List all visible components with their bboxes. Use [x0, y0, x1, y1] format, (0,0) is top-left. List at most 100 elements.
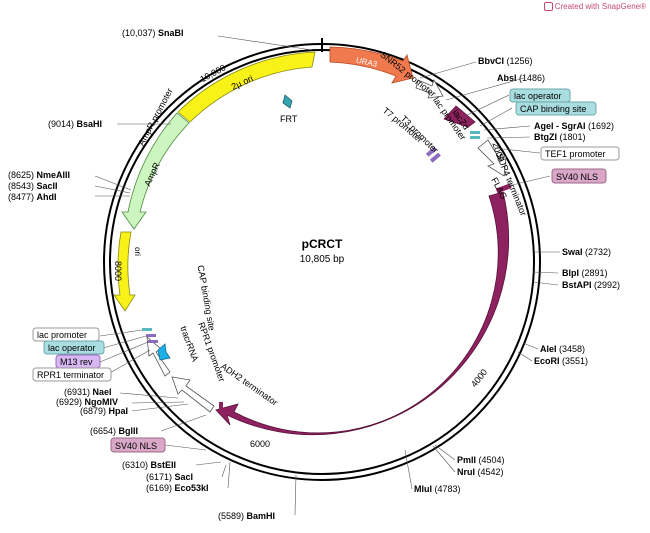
site-bglii-pos: (6654) [90, 426, 116, 436]
box-m13-rev-text: M13 rev [60, 357, 93, 367]
box-rpr1-terminator[interactable]: RPR1 terminator [32, 367, 112, 382]
site-bbvci[interactable]: BbvCI (1256) [478, 56, 533, 66]
site-bstapi[interactable]: BstAPI (2992) [562, 280, 620, 290]
sup4-arrow[interactable] [477, 139, 507, 177]
tick-8000: 8000 [113, 261, 123, 281]
plasmid-size: 10,805 bp [300, 254, 345, 265]
cap-mark-left [142, 328, 152, 331]
svg-text:(6169) Eco53kI: (6169) Eco53kI [146, 483, 209, 493]
site-saci[interactable]: (6171) SacI [146, 472, 193, 482]
site-nrui[interactable]: NruI (4542) [457, 467, 504, 477]
svg-text:(9014) BsaHI: (9014) BsaHI [48, 119, 102, 129]
box-lac-operator-left-text: lac operator [48, 343, 96, 353]
cas9-label: Cas9 [430, 382, 453, 403]
site-swai-name: SwaI [562, 247, 583, 257]
svg-text:(6929) NgoMIV: (6929) NgoMIV [56, 397, 118, 407]
site-blpi[interactable]: BlpI (2891) [562, 268, 608, 278]
svg-text:NruI (4542): NruI (4542) [457, 467, 504, 477]
m13-mark-left [148, 340, 158, 343]
site-btgzi-pos: (1801) [560, 132, 586, 142]
site-absi[interactable]: AbsI (1486) [497, 73, 545, 83]
box-cap-right[interactable]: CAP binding site [515, 101, 597, 116]
site-bsahi[interactable]: (9014) BsaHI [48, 119, 102, 129]
rpr1-arrow[interactable] [146, 336, 171, 377]
box-lac-operator-right[interactable]: lac operator [509, 88, 571, 103]
site-bsahi-pos: (9014) [48, 119, 74, 129]
box-tef1[interactable]: TEF1 promoter [540, 146, 620, 161]
box-sv40-nls-right[interactable]: SV40 NLS [551, 168, 607, 184]
site-bsteii[interactable]: (6310) BstEII [122, 460, 176, 470]
site-ecori-name: EcoRI [534, 356, 560, 366]
box-sv40-nls-right-text: SV40 NLS [556, 172, 598, 182]
svg-text:SwaI (2732): SwaI (2732) [562, 247, 611, 257]
svg-text:(6931) NaeI: (6931) NaeI [64, 387, 112, 397]
svg-text:BlpI (2891): BlpI (2891) [562, 268, 608, 278]
svg-text:(8543) SacII: (8543) SacII [8, 181, 58, 191]
two-micron-ori-arc[interactable] [177, 51, 316, 123]
site-nmeaiii[interactable]: (8625) NmeAIII [8, 170, 70, 180]
lac-operator-mark-right [470, 131, 480, 134]
site-sacii-name: SacII [37, 181, 58, 191]
site-bamhi[interactable]: (5589) BamHI [218, 511, 275, 521]
flag-block[interactable] [495, 183, 512, 194]
site-naei[interactable]: (6931) NaeI [64, 387, 112, 397]
box-lac-operator-left[interactable]: lac operator [43, 340, 105, 355]
ampr-arc[interactable] [121, 112, 190, 230]
site-snabi[interactable]: (10,037) SnaBI [122, 28, 184, 38]
site-swai[interactable]: SwaI (2732) [562, 247, 611, 257]
site-hpai-name: HpaI [109, 406, 129, 416]
svg-text:(6310) BstEII: (6310) BstEII [122, 460, 176, 470]
box-sv40-nls-left-text: SV40 NLS [115, 441, 157, 451]
site-pmli[interactable]: PmlI (4504) [457, 455, 505, 465]
site-naei-name: NaeI [93, 387, 112, 397]
site-bglii[interactable]: (6654) BglII [90, 426, 138, 436]
ura3-arrow[interactable] [329, 46, 414, 84]
box-m13-rev[interactable]: M13 rev [55, 354, 101, 369]
site-ecori[interactable]: EcoRI (3551) [534, 356, 588, 366]
tracrrna-label: tracrRNA [178, 325, 200, 363]
svg-text:(10,037) SnaBI: (10,037) SnaBI [122, 28, 184, 38]
box-sv40-nls-left[interactable]: SV40 NLS [110, 437, 166, 453]
snr52-promoter-arrow[interactable] [415, 79, 444, 99]
lacz-arrow[interactable] [443, 105, 476, 128]
ori-label: ori [133, 247, 142, 256]
svg-text:BbvCI (1256): BbvCI (1256) [478, 56, 533, 66]
box-lac-promoter-left[interactable]: lac promoter [32, 327, 100, 342]
site-bstapi-pos: (2992) [594, 280, 620, 290]
ori-arc[interactable] [113, 231, 136, 312]
site-mlui[interactable]: MluI (4783) [414, 484, 461, 494]
site-snabi-pos: (10,037) [122, 28, 156, 38]
box-lac-operator-right-text: lac operator [514, 91, 562, 101]
site-pmli-pos: (4504) [479, 455, 505, 465]
site-ngomiv[interactable]: (6929) NgoMIV [56, 397, 118, 407]
site-alei[interactable]: AleI (3458) [540, 344, 585, 354]
adh2-arrow[interactable] [171, 376, 215, 413]
site-hpai[interactable]: (6879) HpaI [80, 406, 128, 416]
lac-operator-mark-left [146, 334, 156, 337]
svg-text:AleI (3458): AleI (3458) [540, 344, 585, 354]
svg-text:AgeI - SgrAI (1692): AgeI - SgrAI (1692) [534, 121, 614, 131]
tick-4000: 4000 [469, 367, 489, 389]
site-ahdi[interactable]: (8477) AhdI [8, 192, 57, 202]
site-ahdi-name: AhdI [37, 192, 57, 202]
site-sacii[interactable]: (8543) SacII [8, 181, 58, 191]
box-rpr1-terminator-text: RPR1 terminator [37, 370, 104, 380]
cap-mark-right [470, 136, 480, 139]
site-eco53ki[interactable]: (6169) Eco53kI [146, 483, 209, 493]
site-bamhi-pos: (5589) [218, 511, 244, 521]
svg-text:AbsI (1486): AbsI (1486) [497, 73, 545, 83]
t3-promoter-mark [429, 152, 441, 163]
site-bbvci-name: BbvCI [478, 56, 504, 66]
site-ngomiv-name: NgoMIV [85, 397, 119, 407]
site-agei-sgrai[interactable]: AgeI - SgrAI (1692) [534, 121, 614, 131]
site-mlui-name: MluI [414, 484, 432, 494]
site-btgzi[interactable]: BtgZI (1801) [534, 132, 586, 142]
tracrrna-arrow[interactable] [157, 343, 171, 361]
cas9-arc[interactable] [215, 191, 510, 436]
svg-text:BtgZI (1801): BtgZI (1801) [534, 132, 586, 142]
svg-text:(8625) NmeAIII: (8625) NmeAIII [8, 170, 70, 180]
site-agei-sgrai-name: AgeI - SgrAI [534, 121, 586, 131]
svg-text:(5589) BamHI: (5589) BamHI [218, 511, 275, 521]
site-agei-sgrai-pos: (1692) [588, 121, 614, 131]
